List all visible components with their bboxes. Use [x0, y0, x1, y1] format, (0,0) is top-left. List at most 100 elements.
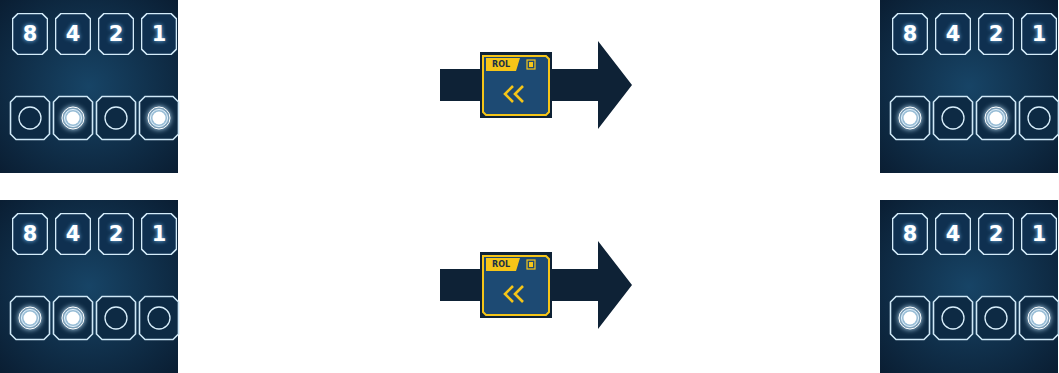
value-tile: 8 [892, 213, 928, 255]
value-tile: 2 [98, 213, 134, 255]
tile-shape [936, 14, 971, 55]
tile-shape [142, 14, 177, 55]
transform-arrow [440, 41, 632, 129]
bit-tile [11, 297, 50, 340]
bit-on [67, 312, 80, 325]
card-back [480, 252, 552, 318]
tile-shape [142, 214, 177, 255]
bit-tile [977, 297, 1016, 340]
value-tile: 8 [12, 13, 48, 55]
bit-off [942, 107, 964, 129]
card-tab [486, 58, 520, 71]
bit-off [105, 307, 127, 329]
register-panel [0, 0, 178, 173]
bit-ring [902, 110, 919, 127]
value-tile: 8 [12, 213, 48, 255]
value-tile: 8 [892, 13, 928, 55]
bit-ring [151, 110, 168, 127]
tile-shape [893, 214, 928, 255]
instruction-card: ROL [480, 252, 552, 318]
bit-weight: 4 [55, 13, 91, 55]
bit-glow [898, 306, 922, 330]
card-back [480, 52, 552, 118]
bit-off [1028, 107, 1050, 129]
value-tile: 4 [935, 213, 971, 255]
register-panel [880, 0, 1058, 173]
battery-level [529, 62, 533, 67]
bit-tile [140, 97, 179, 140]
bit-ring [65, 110, 82, 127]
bit-weight: 8 [892, 13, 928, 55]
bit-ring [62, 107, 84, 129]
bit-weight: 4 [935, 213, 971, 255]
tile-shape [936, 214, 971, 255]
battery-icon [527, 60, 535, 69]
bit-ring [19, 307, 41, 329]
register-panel [0, 200, 178, 373]
tile-shape [979, 14, 1014, 55]
bit-weight: 1 [1021, 213, 1057, 255]
bit-ring [62, 307, 84, 329]
bit-glow [61, 106, 85, 130]
bit-glow [898, 106, 922, 130]
bit-tile [54, 297, 93, 340]
bit-tile [934, 97, 973, 140]
bit-weight: 4 [55, 213, 91, 255]
instruction-card: ROL [480, 52, 552, 118]
bit-glow [61, 306, 85, 330]
value-tile: 1 [141, 13, 177, 55]
bit-tile [54, 97, 93, 140]
tile-shape [99, 214, 134, 255]
bit-ring [899, 307, 921, 329]
tile-shape [13, 214, 48, 255]
tile-shape [56, 214, 91, 255]
bit-on [67, 112, 80, 125]
bit-weight: 2 [978, 13, 1014, 55]
bit-glow [984, 106, 1008, 130]
value-tile: 4 [55, 213, 91, 255]
bit-weight: 4 [935, 13, 971, 55]
value-tile: 2 [978, 13, 1014, 55]
bit-on [904, 312, 917, 325]
bit-weight: 2 [98, 13, 134, 55]
bit-ring [22, 310, 39, 327]
value-tile: 4 [55, 13, 91, 55]
bit-ring [65, 310, 82, 327]
bit-on [153, 112, 166, 125]
bit-on [24, 312, 37, 325]
instruction-name: ROL [486, 58, 516, 71]
bit-on [904, 112, 917, 125]
bit-tile [977, 97, 1016, 140]
card-outline [480, 52, 552, 118]
card-face [483, 56, 549, 115]
bit-weight: 1 [141, 213, 177, 255]
bit-on [1033, 312, 1046, 325]
card-face [483, 256, 549, 315]
bit-ring [899, 107, 921, 129]
card-outline [480, 252, 552, 318]
tile-shape [979, 214, 1014, 255]
bit-weight: 8 [892, 213, 928, 255]
register-panel [880, 200, 1058, 373]
bit-ring [148, 107, 170, 129]
bit-off [19, 107, 41, 129]
bit-ring [1028, 307, 1050, 329]
bit-off [985, 307, 1007, 329]
tile-shape [1022, 14, 1057, 55]
value-tile: 1 [141, 213, 177, 255]
bit-on [990, 112, 1003, 125]
value-tile: 1 [1021, 213, 1057, 255]
bit-tile [1020, 297, 1059, 340]
bit-ring [902, 310, 919, 327]
tile-shape [1022, 214, 1057, 255]
bit-weight: 2 [978, 213, 1014, 255]
value-tile: 1 [1021, 13, 1057, 55]
tile-shape [99, 14, 134, 55]
bit-weight: 2 [98, 213, 134, 255]
bit-tile [891, 297, 930, 340]
bit-weight: 1 [1021, 13, 1057, 55]
tile-shape [56, 14, 91, 55]
battery-icon [527, 260, 535, 269]
bit-tile [11, 97, 50, 140]
bit-off [942, 307, 964, 329]
